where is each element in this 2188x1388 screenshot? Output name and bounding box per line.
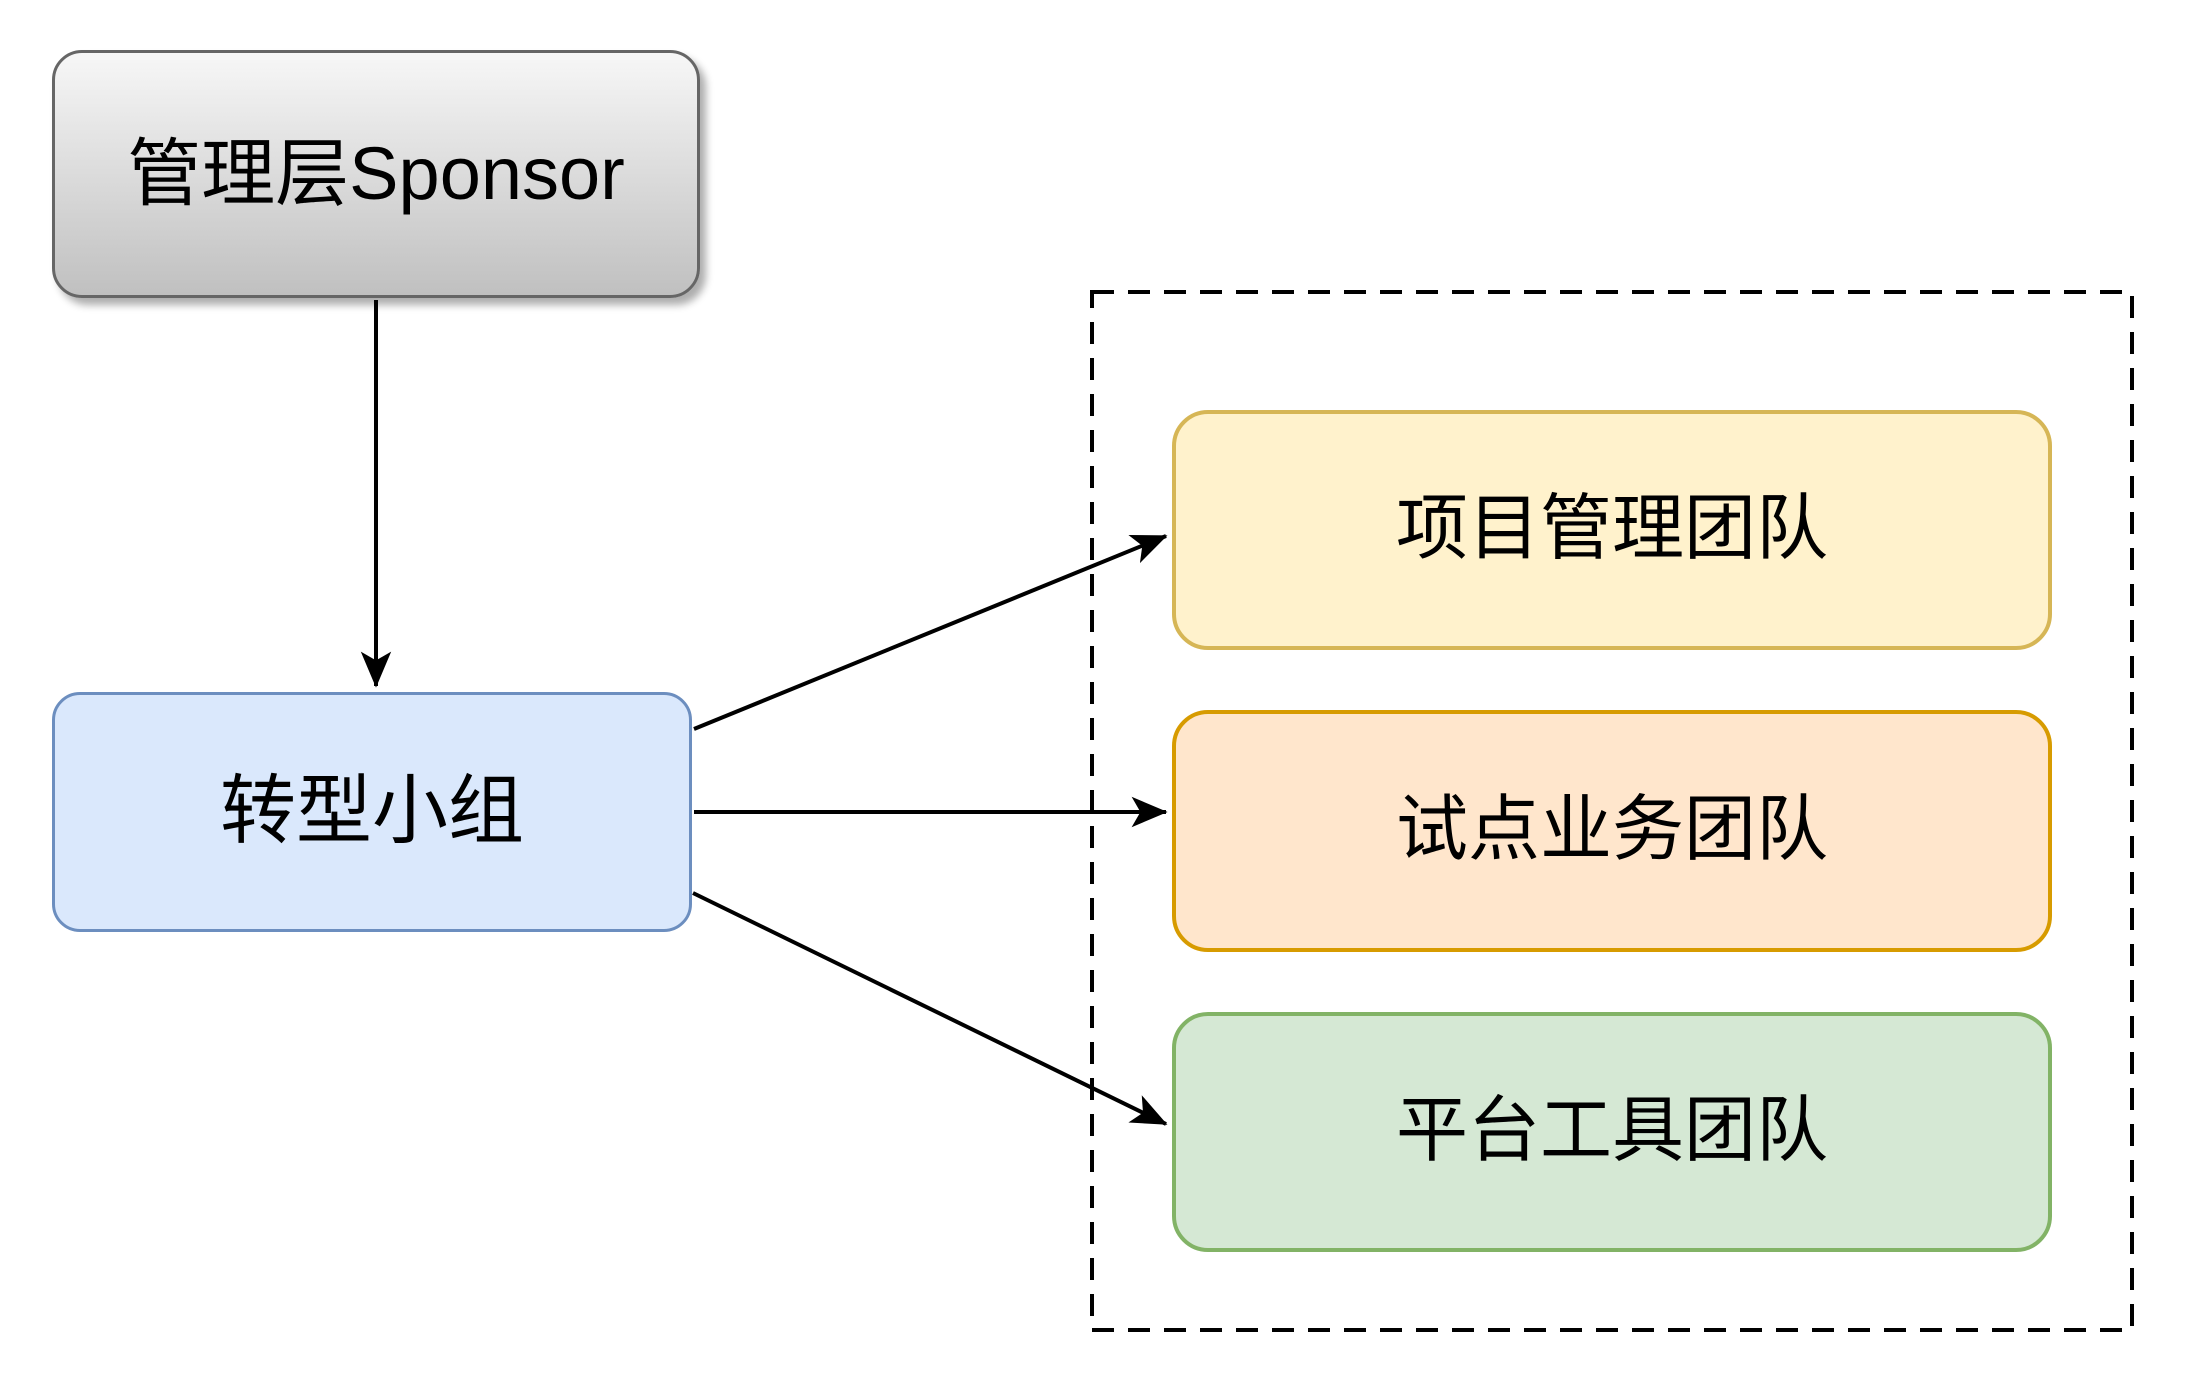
node-pilot-business-team-label: 试点业务团队 [1395,790,1828,871]
edge-transform-to-platform [692,891,1168,1126]
node-transform-team: 转型小组 [52,692,692,932]
edge-transform-to-project [693,534,1168,731]
node-transform-team-label: 转型小组 [220,769,524,855]
node-platform-tools-team-label: 平台工具团队 [1395,1091,1828,1172]
node-project-mgmt-team: 项目管理团队 [1172,410,2052,650]
node-management-sponsor-label: 管理层Sponsor [127,132,625,216]
node-management-sponsor: 管理层Sponsor [52,50,700,298]
node-pilot-business-team: 试点业务团队 [1172,710,2052,952]
connector-group [360,300,1168,1126]
node-platform-tools-team: 平台工具团队 [1172,1012,2052,1252]
node-project-mgmt-team-label: 项目管理团队 [1395,489,1828,570]
